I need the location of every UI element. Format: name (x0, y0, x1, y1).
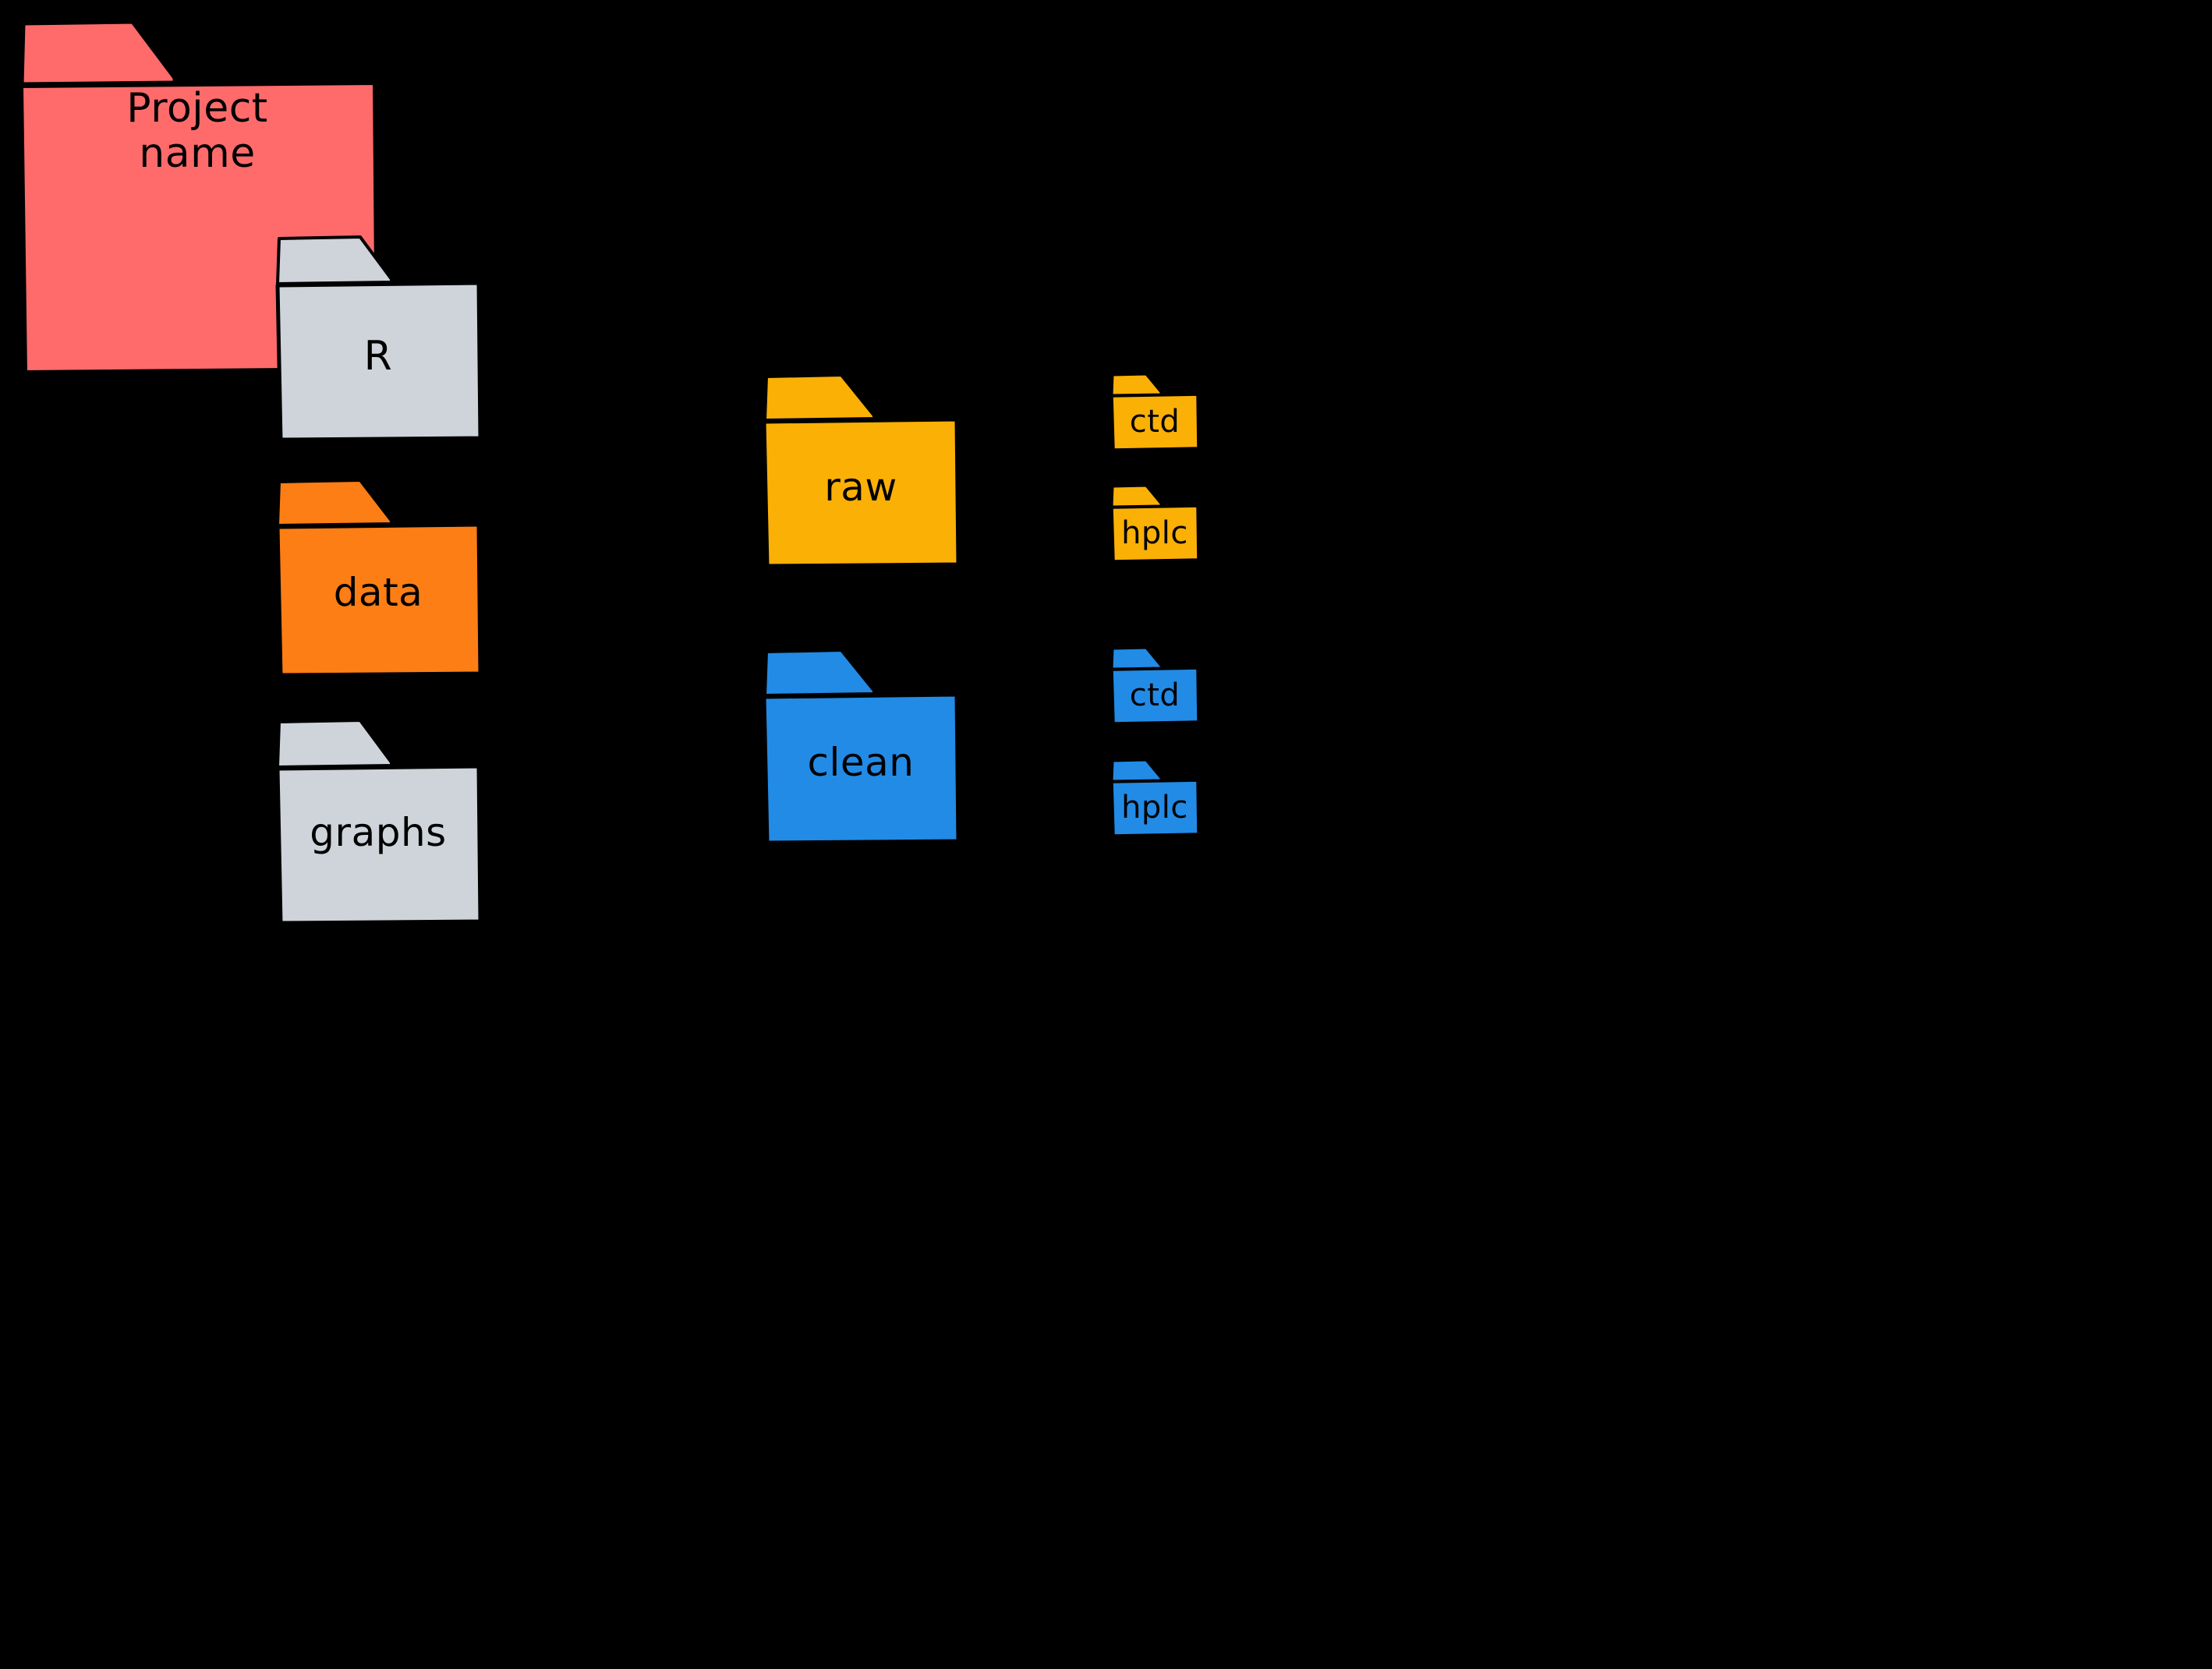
folder-raw-hplc[interactable]: hplc (1109, 483, 1201, 563)
folder-shape-icon (1110, 484, 1200, 563)
folder-shape-icon (1110, 758, 1200, 837)
folder-shape-icon (1110, 646, 1200, 725)
folder-shape-icon (762, 649, 961, 845)
folder-raw[interactable]: raw (760, 372, 961, 569)
folder-r[interactable]: R (273, 234, 483, 443)
folder-graphs[interactable]: graphs (273, 717, 483, 926)
folder-shape-icon (762, 373, 961, 568)
folder-shape-icon (275, 719, 483, 925)
folder-raw-ctd[interactable]: ctd (1109, 372, 1201, 451)
folder-clean-ctd[interactable]: ctd (1109, 645, 1201, 725)
folder-shape-icon (1110, 373, 1200, 451)
folder-clean[interactable]: clean (760, 647, 961, 846)
folder-shape-icon (275, 479, 483, 677)
folder-data[interactable]: data (273, 477, 483, 678)
folder-clean-hplc[interactable]: hplc (1109, 758, 1201, 837)
folder-shape-icon (275, 235, 483, 442)
